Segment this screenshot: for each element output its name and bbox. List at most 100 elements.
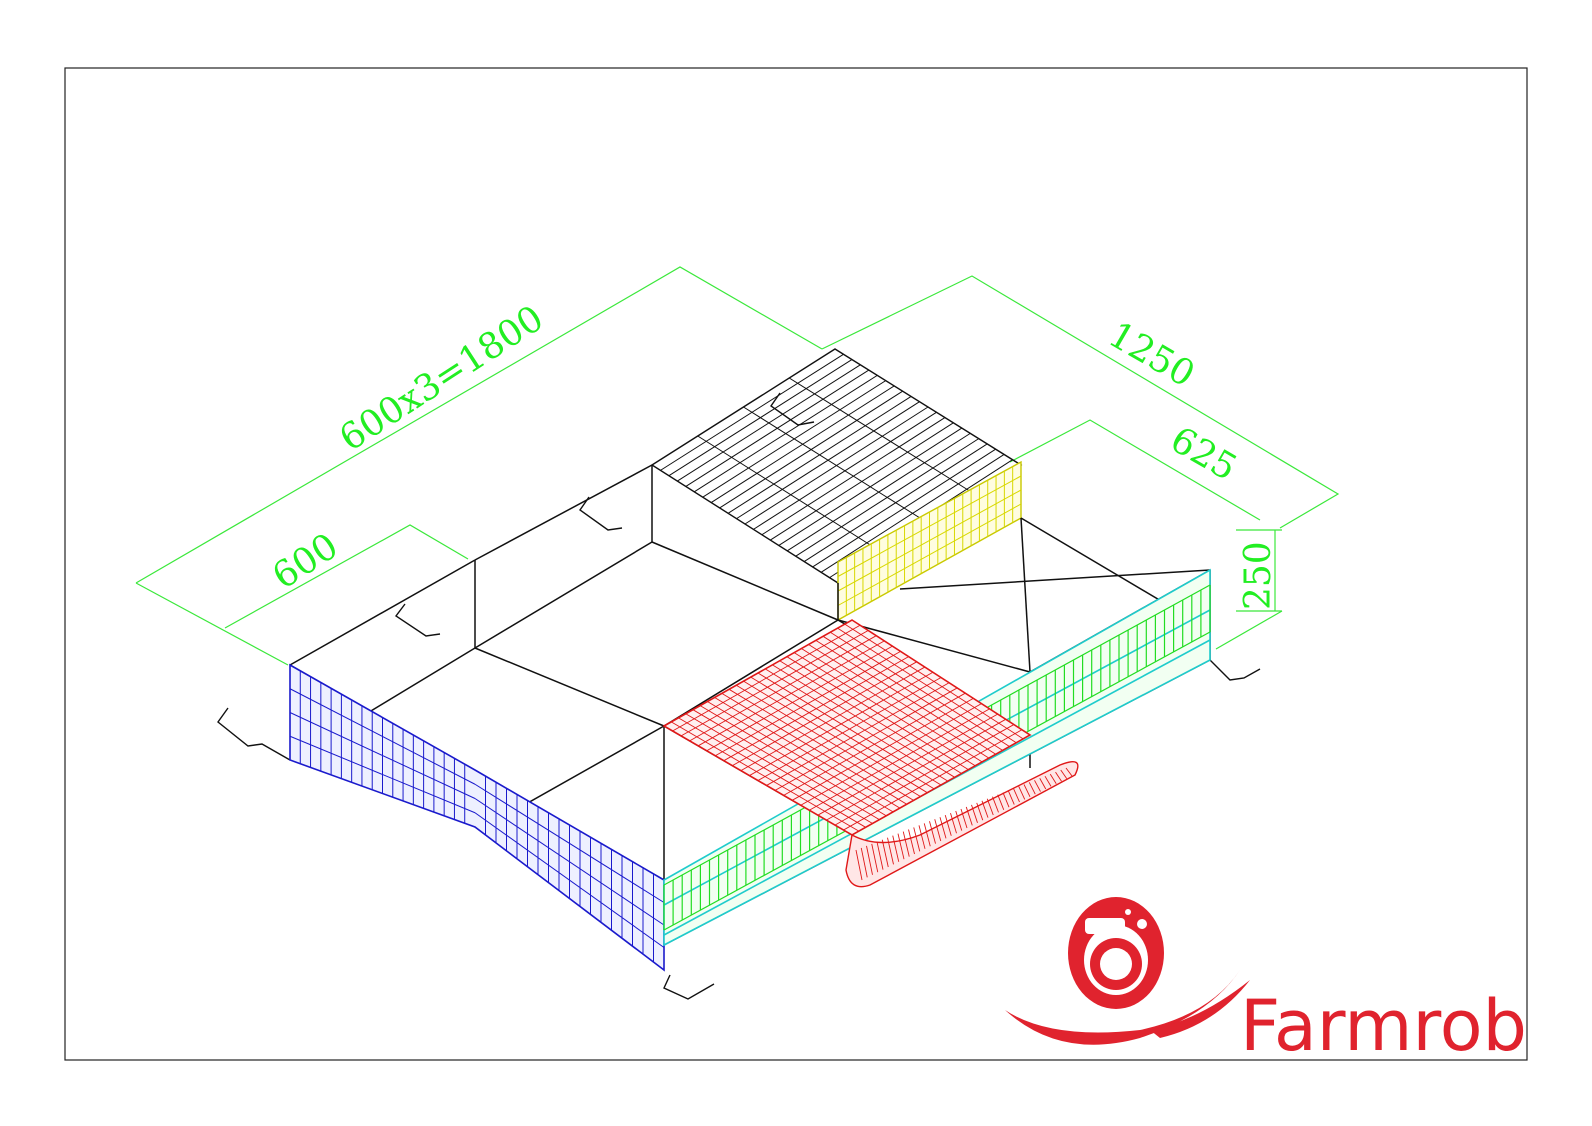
blue-mesh-wire [289,712,476,799]
egg-lip-wire [1049,773,1057,785]
egg-lip-wire [913,827,921,852]
blue-mesh-wire [289,688,476,785]
egg-tray-wire [706,645,893,752]
egg-lip-wire [1028,782,1036,795]
egg-tray-wire [800,703,982,806]
egg-tray-wire [723,656,909,762]
top-mesh-wire [660,353,844,471]
egg-lip-wire [1007,790,1015,805]
top-mesh-wire [812,448,996,568]
egg-lip-wire [1044,775,1052,787]
egg-tray-wire [672,624,861,732]
egg-lip-wire [887,837,894,865]
egg-lip-wire [871,843,879,873]
egg-lip-wire [1013,788,1020,803]
egg-lip-wire [929,821,936,844]
egg-lip-wire [981,800,989,818]
egg-tray-wire [689,635,877,742]
egg-tray-wire [732,661,917,767]
top-mesh-wire [795,438,979,557]
egg-lip-wire [986,798,994,816]
top-mesh-wire [736,401,920,520]
egg-tray-wire [834,724,1015,826]
egg-lip-wire [950,812,957,834]
egg-tray-wire [715,650,901,757]
yellow-mesh-wire [837,489,1022,592]
egg-tray-wire [826,718,1006,821]
egg-robot-swoosh-logo [1005,897,1250,1045]
egg-lip-wire [971,804,978,823]
yellow-mesh-wire [837,503,1022,606]
egg-tray-wire [766,682,950,786]
dimension-module-length: 600 [266,526,346,598]
egg-lip-wire [1002,792,1010,808]
egg-lip-wire [992,796,999,813]
brand-name: Farmrob [1240,985,1527,1067]
egg-lip-wire [918,825,926,849]
top-mesh-wire [710,385,895,503]
blue-mesh-wire [474,783,665,903]
egg-lip-wire [892,835,900,862]
dimension-half-width: 625 [1164,419,1244,489]
egg-tray-wire [809,708,990,811]
blue-mesh-wire [289,735,476,814]
top-mesh-wire [803,443,988,562]
egg-lip-wire [1055,771,1062,782]
egg-lip-wire [1018,786,1026,800]
egg-lip-wire [902,831,910,857]
top-mesh-wire [694,374,878,493]
top-mesh-wire [753,411,937,530]
egg-lip-wire [897,833,905,860]
egg-tray-wire [791,698,974,801]
egg-lip-wire [944,815,952,836]
top-mesh-wire [778,427,963,546]
egg-lip-wire [965,806,973,826]
top-mesh-wire [668,359,853,477]
egg-lip-wire [908,829,915,855]
egg-tray-wire [757,677,942,781]
yellow-mesh-wire [837,475,1022,577]
egg-lip-wire [960,808,968,829]
egg-lip-wire [997,794,1005,810]
farmrob-logo: Farmrob [1005,897,1527,1067]
egg-lip-wire [1060,769,1068,779]
top-mesh-wire [744,406,929,525]
egg-lip-wire [866,845,873,875]
top-mesh-wire [719,390,903,509]
yellow-side-panel [837,460,1022,622]
egg-lip-wire [1039,778,1047,790]
egg-lip-wire [860,847,868,878]
drawing-border [64,67,1528,1061]
dimension-total-length: 600x3=1800 [333,298,551,460]
dimension-height: 250 [1238,541,1279,610]
egg-tray-wire [680,630,869,737]
egg-tray-wire [843,729,1023,831]
egg-tray-wire [749,671,934,776]
egg-lip-wire [876,841,884,870]
blue-mesh-wire [474,812,665,948]
egg-tray-wire [697,640,885,747]
top-mesh-wire [685,369,870,487]
egg-lip-wire [1034,780,1041,792]
egg-lip-wire [1065,767,1073,777]
egg-lip-wire [939,817,947,839]
blue-end-panel [289,663,665,972]
egg-tray-floor [662,619,1079,888]
egg-tray-wire [740,666,926,771]
egg-lip-wire [976,802,984,821]
egg-lip-wire [955,810,963,831]
egg-lip-wire [1023,784,1031,797]
top-mesh-wire [727,396,912,514]
egg-tray-wire [817,713,998,816]
egg-lip-wire [855,849,863,881]
top-mesh-wire [677,364,861,482]
leg-hooks [217,392,1261,1000]
top-mesh-wire [770,422,954,541]
egg-tray-wire [783,692,966,796]
egg-lip-wire [923,823,931,847]
top-mesh-wire [761,417,946,536]
dimension-lines [135,266,1340,666]
blue-mesh-wire [474,798,665,926]
top-mesh-wire [820,454,1005,573]
